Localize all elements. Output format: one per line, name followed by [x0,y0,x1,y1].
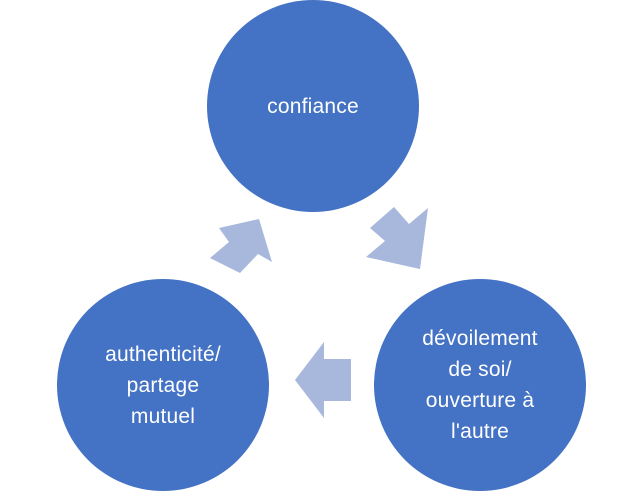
node-devoilement: dévoilement de soi/ ouverture à l'autre [374,279,586,491]
node-confiance: confiance [207,0,419,212]
node-devoilement-label: dévoilement de soi/ ouverture à l'autre [422,327,538,443]
arrow-top-to-right [366,207,428,269]
node-confiance-label: confiance [267,94,359,118]
node-authenticite-label: authenticité/ partage mutuel [105,342,221,428]
node-authenticite: authenticité/ partage mutuel [57,279,269,491]
arrow-left-to-top [210,219,272,273]
arrow-right-to-left [295,342,351,418]
